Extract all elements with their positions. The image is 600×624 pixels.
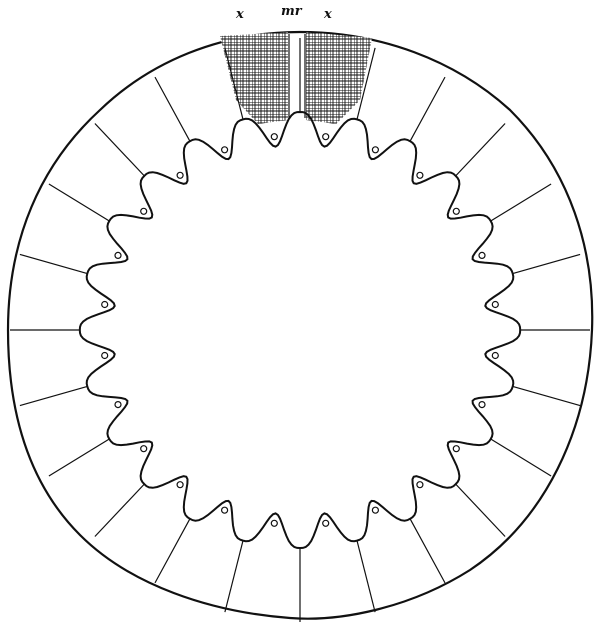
pore-dot: [221, 146, 229, 154]
pore-dot: [452, 207, 460, 215]
label-mr: mr: [281, 4, 303, 19]
pore-dot: [140, 207, 148, 215]
pore-dot: [114, 251, 122, 259]
inner-margin: [78, 110, 522, 550]
pore-dot: [478, 401, 486, 409]
pore-dot: [322, 133, 330, 141]
septum-line: [94, 483, 145, 537]
septum-line: [455, 483, 506, 537]
septum-line: [409, 518, 446, 584]
septum-line: [48, 438, 110, 477]
pore-dot: [270, 519, 278, 527]
pore-dot: [101, 300, 109, 309]
septum-line: [356, 540, 376, 613]
pore-dot: [140, 445, 148, 453]
pore-dot: [416, 481, 424, 489]
septum-line: [19, 253, 88, 275]
septum-line: [48, 183, 110, 222]
septum-line: [455, 123, 506, 177]
pore-dot: [322, 519, 330, 527]
pore-dot: [270, 133, 278, 141]
septum-line: [154, 76, 191, 142]
pore-dot: [114, 401, 122, 409]
pore-dot: [371, 146, 379, 154]
pore-dot: [491, 300, 499, 309]
pore-dot: [221, 506, 229, 514]
septum-line: [512, 385, 581, 407]
pore-dot: [416, 171, 424, 179]
septum-line: [490, 438, 552, 477]
septum-line: [154, 518, 191, 584]
septum-line: [224, 540, 244, 613]
outer-wall: [6, 30, 594, 620]
pore-dot: [176, 171, 184, 179]
septum-line: [409, 76, 446, 142]
pore-dot: [452, 445, 460, 453]
label-x-right: x: [323, 7, 332, 22]
septa-group: [10, 38, 590, 622]
septum-line: [490, 183, 552, 222]
septum-line: [19, 385, 88, 407]
septum-line: [512, 253, 581, 275]
pore-dot: [371, 506, 379, 514]
pore-dot: [176, 481, 184, 489]
label-x-left: x: [235, 7, 244, 22]
pore-group: [101, 133, 499, 527]
pore-dot: [491, 351, 499, 360]
septum-line: [356, 47, 376, 120]
pore-dot: [101, 351, 109, 360]
septum-line: [224, 47, 244, 120]
septum-line: [94, 123, 145, 177]
pore-dot: [478, 251, 486, 259]
